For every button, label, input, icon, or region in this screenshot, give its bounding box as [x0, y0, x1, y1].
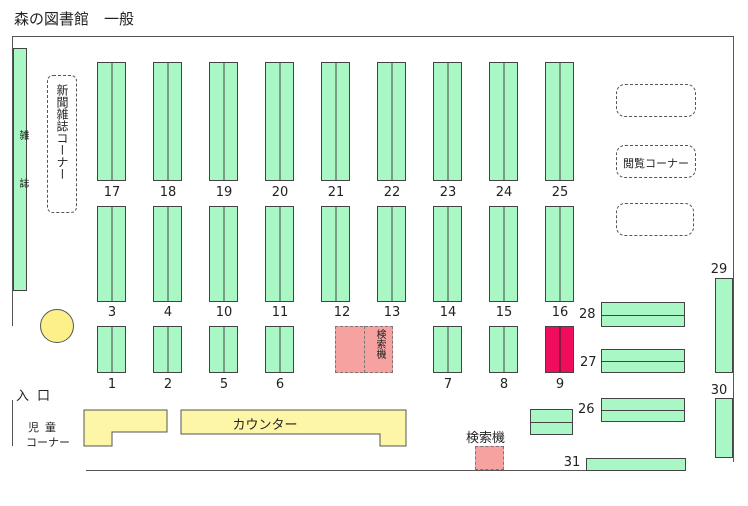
shelf-number: 14	[439, 305, 457, 320]
reading-table-3[interactable]	[616, 203, 694, 236]
shelf-number: 2	[163, 377, 173, 392]
shelf-29[interactable]	[715, 278, 733, 373]
shelf-26[interactable]	[601, 398, 685, 422]
shelf-20[interactable]	[265, 62, 294, 181]
shelf-number: 1	[107, 377, 117, 392]
search-terminal-divider	[364, 326, 365, 373]
shelf-number: 10	[215, 305, 233, 320]
shelf-27[interactable]	[601, 349, 685, 373]
search-terminal-upper-label: 検索機	[374, 329, 385, 359]
shelf-4[interactable]	[153, 206, 182, 302]
shelf-3[interactable]	[97, 206, 126, 302]
shelf-number: 7	[443, 377, 453, 392]
shelf-10[interactable]	[209, 206, 238, 302]
reading-table-1[interactable]	[616, 84, 696, 117]
shelf-number: 16	[551, 305, 569, 320]
reading-corner[interactable]	[616, 145, 696, 178]
shelf-number: 30	[710, 383, 728, 398]
shelf-number: 13	[383, 305, 401, 320]
shelf-31[interactable]	[586, 458, 686, 471]
shelf-number: 31	[563, 455, 581, 470]
shelf-5[interactable]	[209, 326, 238, 373]
shelf-number: 22	[383, 185, 401, 200]
shelf-28[interactable]	[601, 302, 685, 327]
entrance-wall	[12, 400, 13, 446]
shelf-number: 18	[159, 185, 177, 200]
shelf-number: 21	[327, 185, 345, 200]
shelf-30[interactable]	[715, 398, 733, 458]
shelf-number: 20	[271, 185, 289, 200]
shelf-number: 25	[551, 185, 569, 200]
wall-left-upper	[12, 36, 13, 326]
shelf-23[interactable]	[433, 62, 462, 181]
shelf-number: 28	[579, 307, 596, 322]
entrance-label: 入口	[16, 389, 59, 404]
wall-right	[733, 36, 734, 462]
page-title: 森の図書館 一般	[14, 10, 135, 28]
shelf-9-highlighted[interactable]	[545, 326, 574, 373]
shelf-number: 9	[555, 377, 565, 392]
shelf-number: 6	[275, 377, 285, 392]
shelf-number: 24	[495, 185, 513, 200]
shelf-number: 12	[333, 305, 351, 320]
display-cabinet[interactable]	[530, 409, 573, 435]
shelf-8[interactable]	[489, 326, 518, 373]
shelf-17[interactable]	[97, 62, 126, 181]
shelf-number: 11	[271, 305, 289, 320]
shelf-number: 3	[107, 305, 117, 320]
wall-top	[12, 36, 734, 37]
newspaper-corner[interactable]	[47, 75, 77, 213]
shelf-number: 5	[219, 377, 229, 392]
reading-corner-label: 閲覧コーナー	[623, 157, 689, 170]
magazine-rack-label: 雑誌	[17, 130, 28, 226]
shelf-14[interactable]	[433, 206, 462, 302]
shelf-number: 27	[580, 355, 597, 370]
newspaper-corner-label: 新聞雑誌コーナー	[55, 84, 69, 180]
childrens-corner-label-2: コーナー	[26, 436, 70, 449]
shelf-number: 8	[499, 377, 509, 392]
shelf-25[interactable]	[545, 62, 574, 181]
magazine-rack[interactable]	[13, 48, 27, 291]
shelf-11[interactable]	[265, 206, 294, 302]
shelf-12[interactable]	[321, 206, 350, 302]
shelf-number: 4	[163, 305, 173, 320]
shelf-21[interactable]	[321, 62, 350, 181]
shelf-22[interactable]	[377, 62, 406, 181]
search-terminal-lower-label: 検索機	[466, 431, 506, 446]
shelf-2[interactable]	[153, 326, 182, 373]
shelf-number: 19	[215, 185, 233, 200]
shelf-number: 17	[103, 185, 121, 200]
childrens-corner-label-1: 児童	[28, 421, 62, 434]
counter-label: カウンター	[232, 418, 298, 433]
counter-main[interactable]	[180, 409, 408, 447]
shelf-number: 15	[495, 305, 513, 320]
wall-bottom	[86, 470, 586, 471]
shelf-24[interactable]	[489, 62, 518, 181]
shelf-7[interactable]	[433, 326, 462, 373]
shelf-number: 23	[439, 185, 457, 200]
shelf-13[interactable]	[377, 206, 406, 302]
shelf-18[interactable]	[153, 62, 182, 181]
shelf-19[interactable]	[209, 62, 238, 181]
shelf-1[interactable]	[97, 326, 126, 373]
shelf-number: 26	[578, 402, 595, 417]
search-terminal-lower[interactable]	[475, 446, 504, 470]
shelf-number: 29	[710, 262, 728, 277]
counter-left[interactable]	[83, 409, 169, 447]
shelf-15[interactable]	[489, 206, 518, 302]
pillar	[40, 309, 74, 343]
shelf-6[interactable]	[265, 326, 294, 373]
shelf-16[interactable]	[545, 206, 574, 302]
